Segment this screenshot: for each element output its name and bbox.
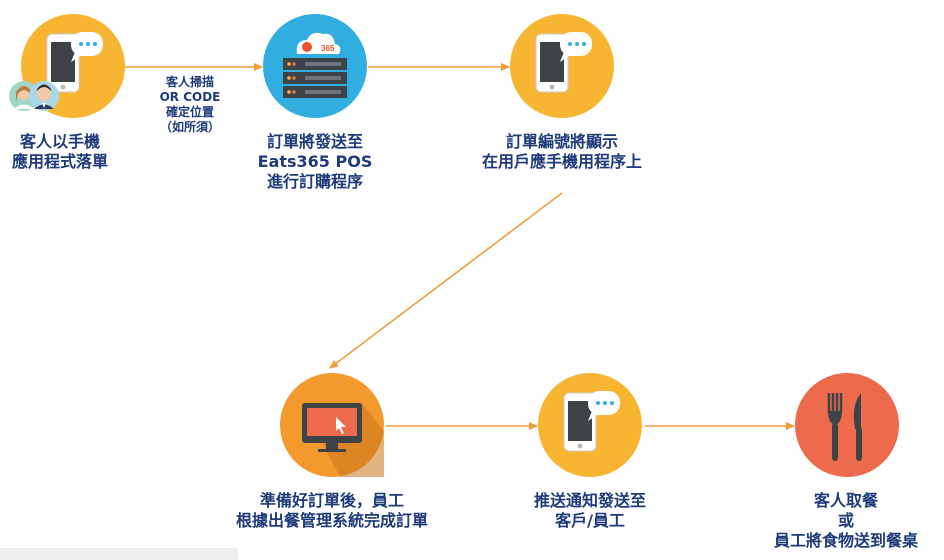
step-2-circle: 365 — [263, 14, 367, 118]
step-3-circle — [510, 14, 614, 118]
step-2-caption: 訂單將發送至 Eats365 POS 進行訂購程序 — [257, 132, 373, 191]
bottom-scroll-strip — [0, 548, 238, 560]
step-4-circle — [280, 373, 384, 477]
step-5-caption: 推送通知發送至 客戶/員工 — [533, 491, 646, 530]
step-3-caption: 訂單編號將顯示 在用戶應手機用程序上 — [481, 132, 642, 171]
server-cloud-icon: 365 — [283, 32, 347, 98]
fork-knife-icon — [827, 393, 862, 461]
phone-chat-icon — [563, 391, 620, 452]
step-4-caption: 準備好訂單後，員工 根據出餐管理系統完成訂單 — [235, 491, 428, 530]
edge-label-scan: 客人掃描 OR CODE 確定位置 （如所須） — [159, 75, 221, 134]
step-1-circle — [21, 14, 125, 118]
svg-text:365: 365 — [321, 44, 335, 53]
step-6-caption: 客人取餐 或 員工將食物送到餐桌 — [773, 491, 918, 550]
arrow-step3-step4 — [329, 192, 563, 369]
monitor-icon — [302, 403, 384, 477]
customer-avatars-icon — [9, 81, 59, 111]
step-1-caption: 客人以手機 應用程式落單 — [11, 132, 108, 171]
step-6-circle — [795, 373, 899, 477]
phone-chat-icon — [46, 32, 103, 93]
step-5-circle — [538, 373, 642, 477]
phone-chat-icon — [535, 32, 592, 93]
